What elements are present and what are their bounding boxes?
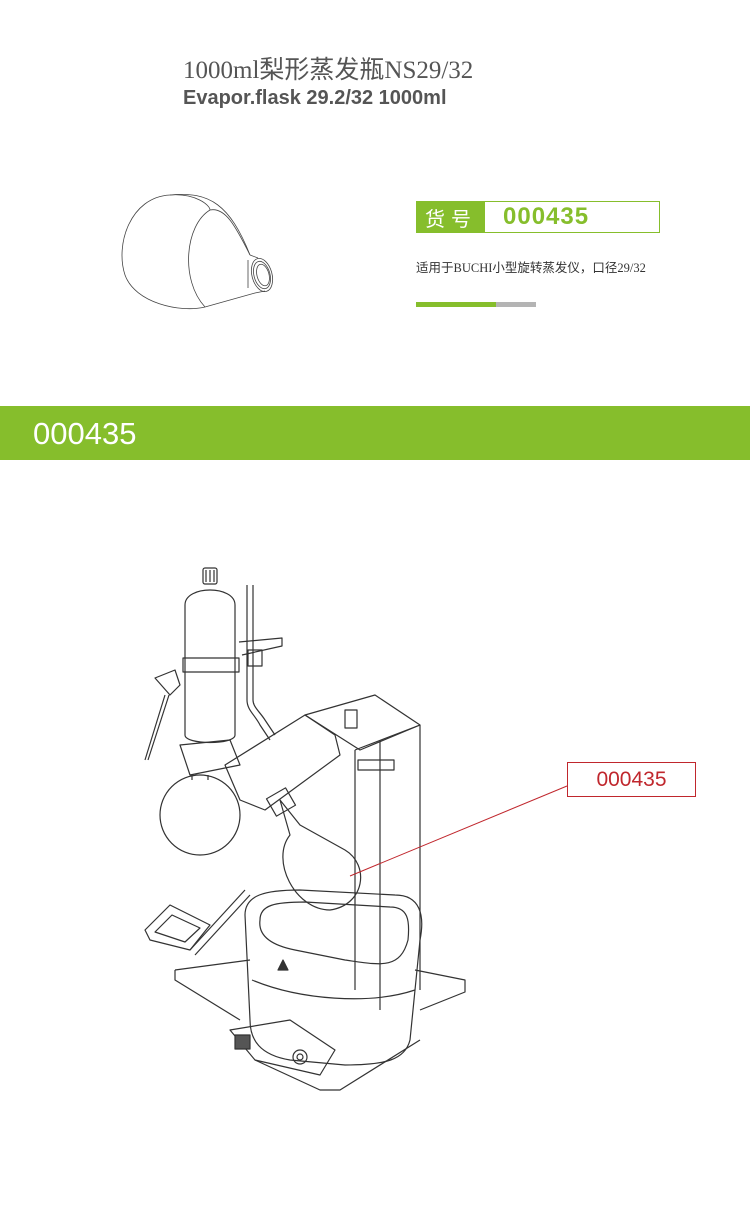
- banner-code: 000435: [33, 416, 137, 451]
- product-title-cn: 1000ml梨形蒸发瓶NS29/32: [183, 57, 474, 84]
- progress-fill: [416, 302, 497, 307]
- flask-illustration: [121, 193, 274, 310]
- sku-badge: 货号 000435: [416, 201, 660, 233]
- section-banner: 000435: [0, 406, 750, 460]
- sku-label: 货号: [417, 202, 485, 232]
- product-title-en: Evapor.flask 29.2/32 1000ml: [183, 87, 447, 109]
- part-callout-label: 000435: [567, 762, 696, 797]
- sku-value: 000435: [503, 203, 590, 230]
- decorative-progress-bar: [416, 302, 536, 307]
- rotary-evaporator-illustration: [144, 567, 466, 1091]
- product-description: 适用于BUCHI小型旋转蒸发仪，口径29/32: [416, 261, 646, 275]
